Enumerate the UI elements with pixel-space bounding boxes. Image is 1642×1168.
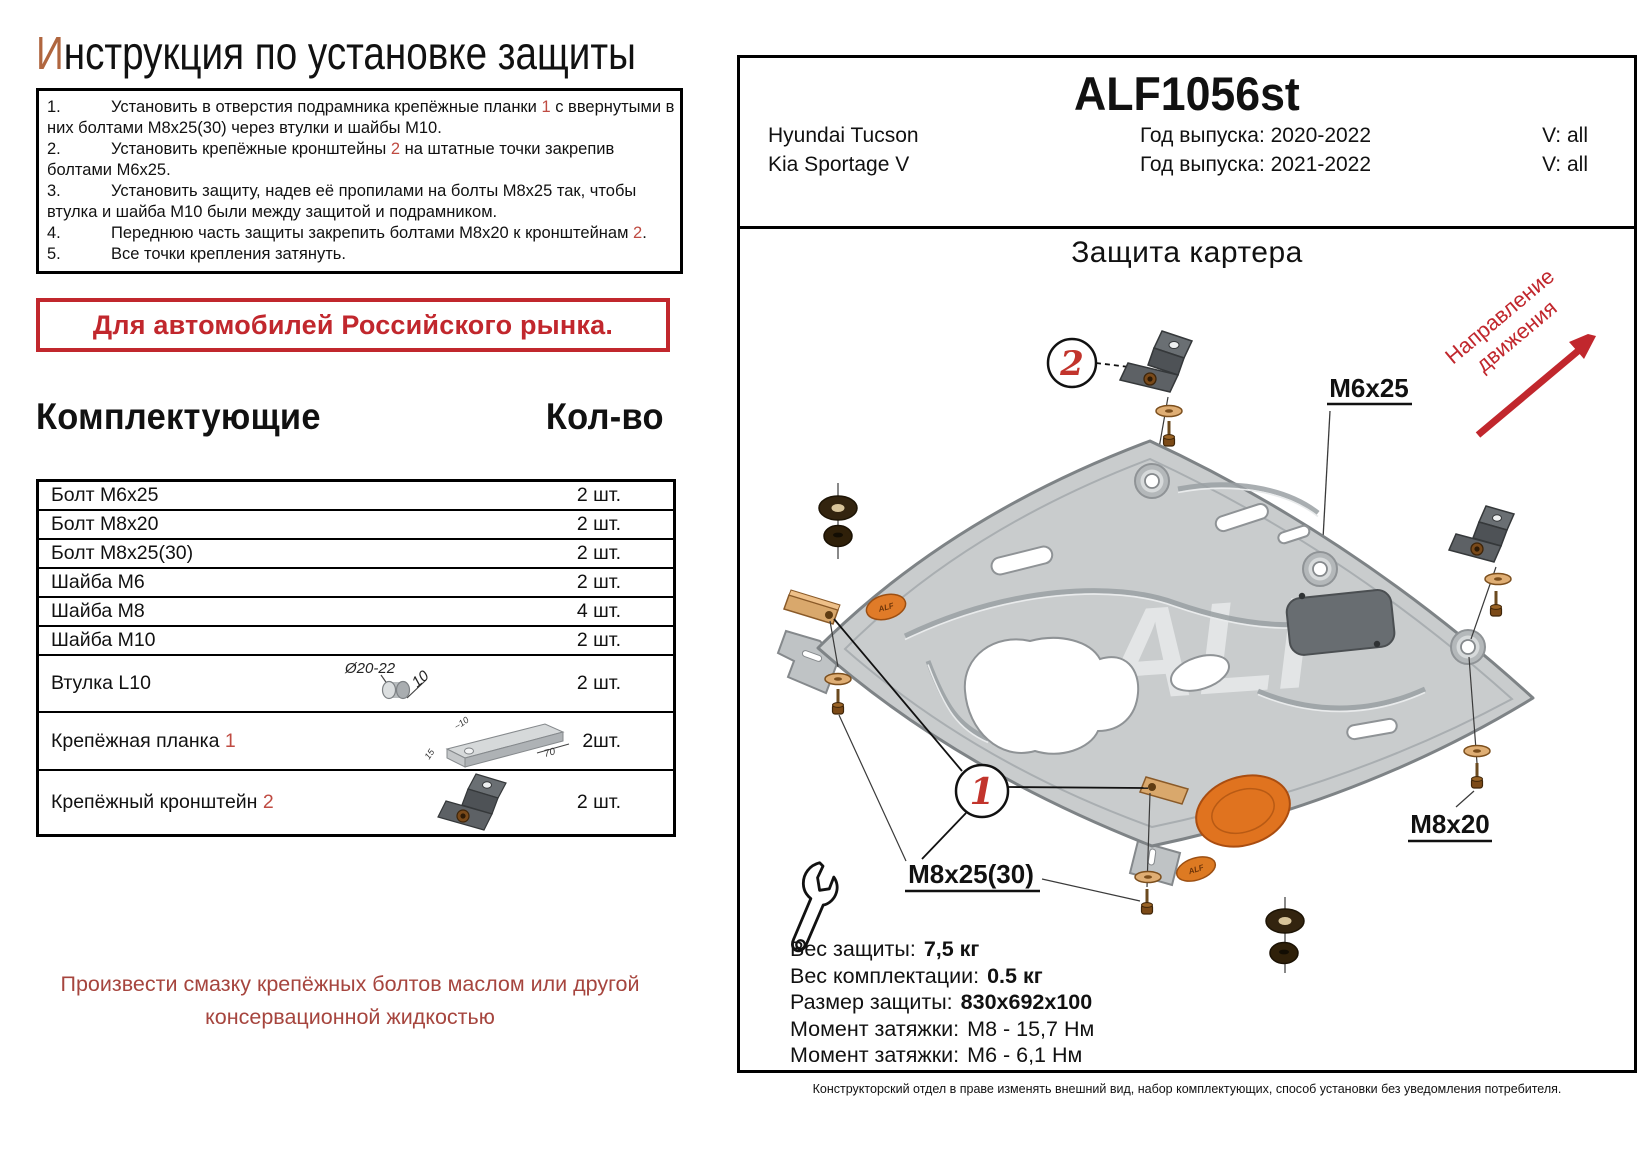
direction-arrow-icon bbox=[1475, 334, 1596, 438]
callout-2: 2 bbox=[1046, 337, 1147, 389]
spec-torque-m8: Момент затяжки:М8 - 15,7 Нм bbox=[790, 1016, 1095, 1041]
spec-size: Размер защиты:830х692х100 bbox=[790, 990, 1093, 1014]
part-ref-2: 2 bbox=[390, 140, 401, 158]
bolt-icon bbox=[1470, 761, 1484, 790]
part-ref-1: 1 bbox=[224, 729, 236, 752]
spec-weight: Вес защиты:7,5 кг bbox=[790, 937, 980, 961]
wrench-icon bbox=[791, 861, 839, 953]
title-rest: нструкция по установке защиты bbox=[63, 27, 636, 79]
bolt-icon bbox=[1140, 887, 1154, 916]
washer-icon bbox=[1134, 870, 1162, 884]
footer-disclaimer: Конструкторский отдел в праве изменять в… bbox=[812, 1082, 1562, 1096]
washer-bushing-stack-left bbox=[818, 483, 858, 559]
bolt-label-m8x25-30: M8x25(30) bbox=[905, 859, 1141, 902]
instruction-item: 2.Установить крепёжные кронштейны 2 на ш… bbox=[47, 140, 615, 179]
instruction-item: 3.Установить защиту, надев её пропилами … bbox=[47, 182, 637, 221]
access-panel-patch bbox=[1285, 589, 1396, 656]
svg-text:~10: ~10 bbox=[452, 715, 470, 732]
instruction-item: 5.Все точки крепления затянуть. bbox=[47, 245, 346, 263]
instruction-item: 1.Установить в отверстия подрамника креп… bbox=[47, 98, 675, 137]
washer-icon bbox=[1155, 404, 1183, 418]
table-row-bracket: Крепёжный кронштейн 2 2 шт. bbox=[39, 769, 673, 834]
bolt-label-m8x20: M8x20 bbox=[1408, 809, 1492, 843]
vehicle-row: Kia Sportage V Год выпуска: 2021-2022 V:… bbox=[768, 153, 1588, 176]
mounting-strip-bottom bbox=[1138, 776, 1190, 805]
market-notice-banner: Для автомобилей Российского рынка. bbox=[36, 298, 670, 352]
part-ref-2: 2 bbox=[262, 791, 274, 813]
skid-plate: ALF bbox=[776, 439, 1535, 887]
vehicle-row: Hyundai Tucson Год выпуска: 2020-2022 V:… bbox=[768, 124, 1588, 147]
bushing-illustration-icon: Ø20-22 10 bbox=[344, 660, 433, 700]
bolt-icon bbox=[1489, 589, 1503, 618]
bracket-illustration-icon bbox=[437, 773, 507, 831]
table-row: Болт М8х25(30)2 шт. bbox=[39, 538, 673, 567]
instruction-item: 4.Переднюю часть защиты закрепить болтам… bbox=[47, 224, 647, 242]
spec-kit-weight: Вес комплектации:0.5 кг bbox=[790, 963, 1043, 988]
product-sheet-panel: ALF1056st Hyundai Tucson Год выпуска: 20… bbox=[737, 55, 1637, 1073]
brand-pads: ALF ALF bbox=[865, 593, 1291, 882]
specs-block: Вес защиты:7,5 кг Вес комплектации:0.5 к… bbox=[790, 936, 1094, 1069]
parts-title: Комплектующие bbox=[36, 396, 321, 437]
title-initial-letter: И bbox=[36, 27, 64, 79]
bolt-label-m6x25: M6x25 bbox=[1321, 373, 1412, 558]
washer-icon bbox=[1463, 744, 1491, 758]
part-ref-2: 2 bbox=[633, 224, 643, 242]
bolt-icon bbox=[831, 687, 845, 716]
mounting-plate-illustration-icon: ~10 15 70 bbox=[422, 715, 570, 768]
svg-text:1: 1 bbox=[969, 771, 994, 813]
vehicle-list: Hyundai Tucson Год выпуска: 2020-2022 V:… bbox=[740, 124, 1634, 182]
bolt-icon bbox=[1162, 419, 1176, 448]
spec-torque-m6: Момент затяжки:М6 - 6,1 Нм bbox=[790, 1043, 1083, 1067]
part-ref-1: 1 bbox=[541, 98, 551, 116]
washer-icon bbox=[824, 672, 852, 686]
skid-plate-diagram: Направление движения M6x25 2 bbox=[776, 264, 1596, 973]
mounting-bracket-top bbox=[1118, 330, 1194, 393]
diagram-title: Защита картера bbox=[1071, 236, 1303, 269]
parts-list-header: Комплектующие Кол-во bbox=[36, 396, 664, 438]
svg-text:70: 70 bbox=[543, 746, 557, 760]
table-row-mounting-plate: Крепёжная планка 1 ~10 15 70 2шт. bbox=[39, 711, 673, 769]
svg-text:ALF: ALF bbox=[876, 601, 895, 614]
svg-text:M6x25: M6x25 bbox=[1329, 373, 1409, 403]
washer-icon bbox=[1484, 572, 1512, 586]
washer-bushing-stack-right bbox=[1265, 897, 1305, 973]
page-title: Инструкция по установке защиты bbox=[36, 26, 750, 80]
mount-holes bbox=[1134, 463, 1486, 665]
callout-1: 1 bbox=[833, 618, 1149, 860]
header-divider bbox=[740, 226, 1634, 229]
qty-column-title: Кол-во bbox=[546, 396, 664, 437]
installation-instructions-box: 1.Установить в отверстия подрамника креп… bbox=[36, 88, 683, 274]
svg-text:2: 2 bbox=[1059, 344, 1084, 384]
mounting-bracket-right bbox=[1447, 505, 1516, 563]
lubrication-note: Произвести смазку крепёжных болтов масло… bbox=[60, 972, 640, 1029]
plate-cutouts bbox=[963, 502, 1398, 755]
svg-text:Ø20-22: Ø20-22 bbox=[344, 660, 396, 677]
part-number: ALF1056st bbox=[1074, 67, 1300, 120]
mounting-strip-left bbox=[783, 589, 841, 625]
svg-text:15: 15 bbox=[422, 746, 437, 761]
svg-text:M8x25(30): M8x25(30) bbox=[908, 859, 1034, 889]
svg-text:M8x20: M8x20 bbox=[1410, 809, 1490, 839]
table-row-bushing: Втулка L10 Ø20-22 10 2 шт. bbox=[39, 654, 673, 711]
direction-of-travel: Направление движения bbox=[1441, 264, 1596, 438]
svg-text:10: 10 bbox=[409, 667, 433, 691]
